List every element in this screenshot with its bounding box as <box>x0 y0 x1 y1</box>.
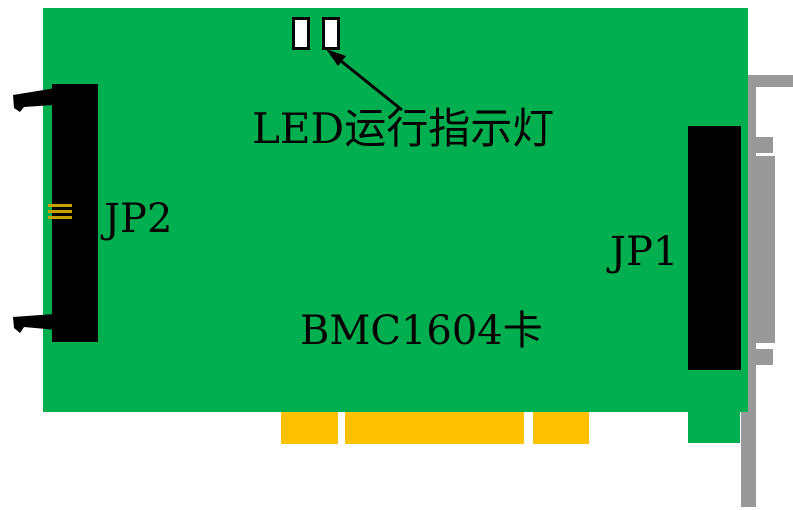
jp2-latch-bottom <box>13 313 68 333</box>
gold-finger-segment <box>281 412 338 444</box>
jp1-connector <box>688 126 741 370</box>
bracket-connector-shell <box>750 156 775 343</box>
bracket-slot-lower <box>750 349 773 365</box>
bracket-slot-upper <box>750 137 773 153</box>
led-indicator <box>322 17 340 50</box>
jp1-label: JP1 <box>610 229 679 275</box>
jp2-connector <box>13 84 98 342</box>
jp2-pins <box>48 204 72 219</box>
board-extension <box>688 405 740 443</box>
bracket-bottom-tail <box>745 441 753 507</box>
circuit-board <box>43 8 748 412</box>
arrow-shaft <box>335 55 403 112</box>
card-name-label: BMC1604卡 <box>300 308 543 354</box>
led-indicators <box>292 17 340 50</box>
jp2-pin <box>48 204 72 207</box>
jp2-pin <box>48 216 72 219</box>
arrowhead <box>326 49 346 66</box>
mounting-bracket <box>741 75 793 507</box>
led-pointer-arrow <box>326 49 403 112</box>
led-indicator <box>292 17 310 50</box>
jp2-latch-top <box>13 86 68 112</box>
led-indicator-label: LED运行指示灯 <box>252 104 555 153</box>
jp2-pin <box>48 210 72 213</box>
gold-fingers <box>281 412 589 444</box>
jp2-label: JP2 <box>104 196 173 242</box>
gold-finger-segment <box>345 412 524 444</box>
gold-finger-segment <box>533 412 589 444</box>
